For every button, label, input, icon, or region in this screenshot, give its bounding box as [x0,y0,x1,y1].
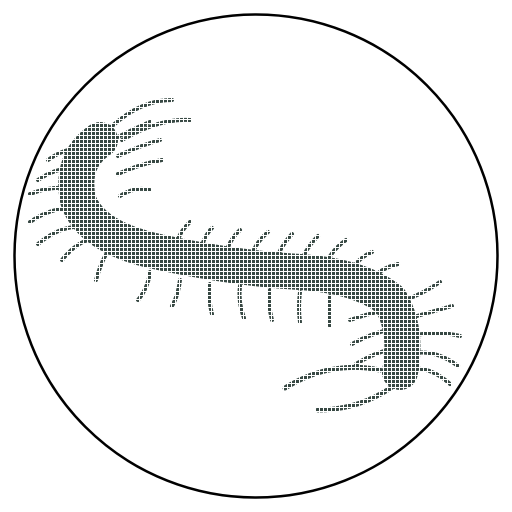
centipede-illustration [0,0,512,512]
centipede-icon [0,0,512,512]
centipede-canvas [0,0,512,512]
